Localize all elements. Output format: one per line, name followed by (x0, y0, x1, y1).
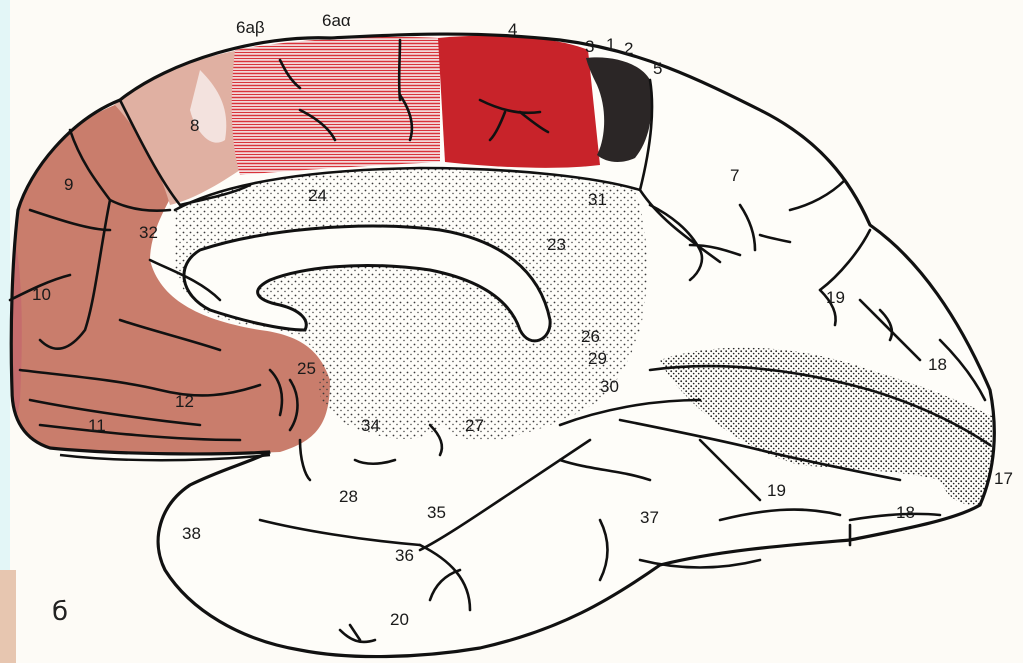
label-6a-alpha: 6аα (322, 11, 351, 30)
label-10: 10 (32, 285, 51, 304)
label-18-upper: 18 (928, 355, 947, 374)
label-6a-beta: 6аβ (236, 18, 265, 37)
label-28: 28 (339, 487, 358, 506)
label-32: 32 (139, 223, 158, 242)
label-35: 35 (427, 503, 446, 522)
label-31: 31 (588, 190, 607, 209)
label-24: 24 (308, 186, 327, 205)
label-25: 25 (297, 359, 316, 378)
label-17: 17 (994, 469, 1013, 488)
label-5: 5 (653, 59, 662, 78)
label-27: 27 (465, 416, 484, 435)
label-26: 26 (581, 327, 600, 346)
label-34: 34 (361, 416, 380, 435)
orbital-edge-line (60, 455, 270, 460)
premotor-hatched-region (232, 37, 440, 175)
label-4: 4 (508, 20, 517, 39)
label-19-lower: 19 (767, 481, 786, 500)
label-23: 23 (547, 235, 566, 254)
figure-corner-label: б (52, 597, 68, 627)
label-11: 11 (88, 416, 106, 435)
label-38: 38 (182, 524, 201, 543)
label-3: 3 (585, 37, 594, 56)
label-2: 2 (624, 39, 633, 58)
label-12: 12 (175, 392, 194, 411)
label-29: 29 (588, 349, 607, 368)
label-8: 8 (190, 116, 199, 135)
label-36: 36 (395, 546, 414, 565)
label-18-lower: 18 (896, 503, 915, 522)
label-30: 30 (600, 377, 619, 396)
area-4-motor-region (438, 36, 600, 168)
label-1: 1 (606, 35, 615, 54)
label-37: 37 (640, 508, 659, 527)
label-20: 20 (390, 610, 409, 629)
label-19-upper: 19 (826, 288, 845, 307)
label-7: 7 (730, 166, 739, 185)
label-9: 9 (64, 175, 73, 194)
